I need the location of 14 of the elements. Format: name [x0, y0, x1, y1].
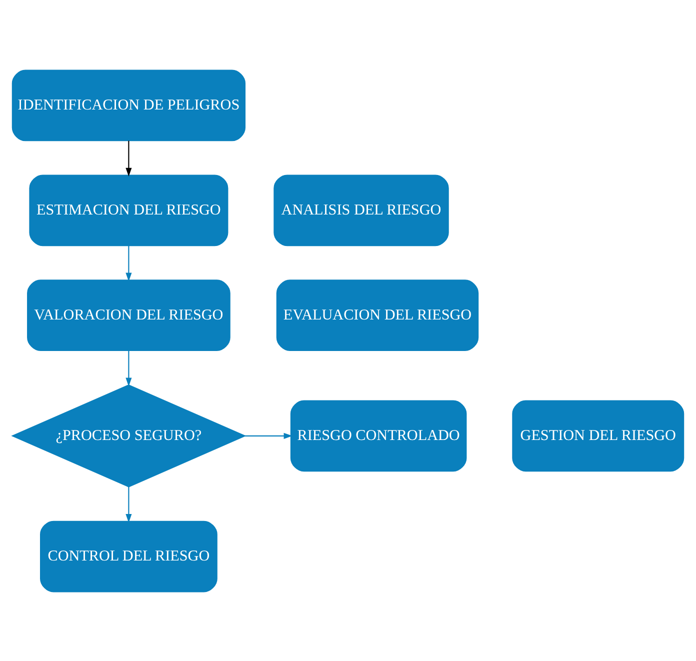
node-box: VALORACION DEL RIESGO: [27, 279, 230, 351]
node-box: EVALUACION DEL RIESGO: [276, 279, 479, 351]
node-diamond: ¿PROCESO SEGURO?: [11, 384, 246, 487]
node-box: RIESGO CONTROLADO: [290, 400, 467, 472]
arrow: [126, 350, 132, 386]
node-box: ESTIMACION DEL RIESGO: [29, 174, 228, 246]
node-box: IDENTIFICACION DE PELIGROS: [12, 69, 246, 141]
node-box: ANALISIS DEL RIESGO: [274, 174, 449, 246]
arrow: [126, 486, 132, 522]
arrow: [244, 432, 292, 438]
node-box: CONTROL DEL RIESGO: [40, 520, 218, 592]
node-box: GESTION DEL RIESGO: [512, 400, 684, 472]
arrow: [126, 245, 132, 281]
arrow: [126, 140, 132, 176]
